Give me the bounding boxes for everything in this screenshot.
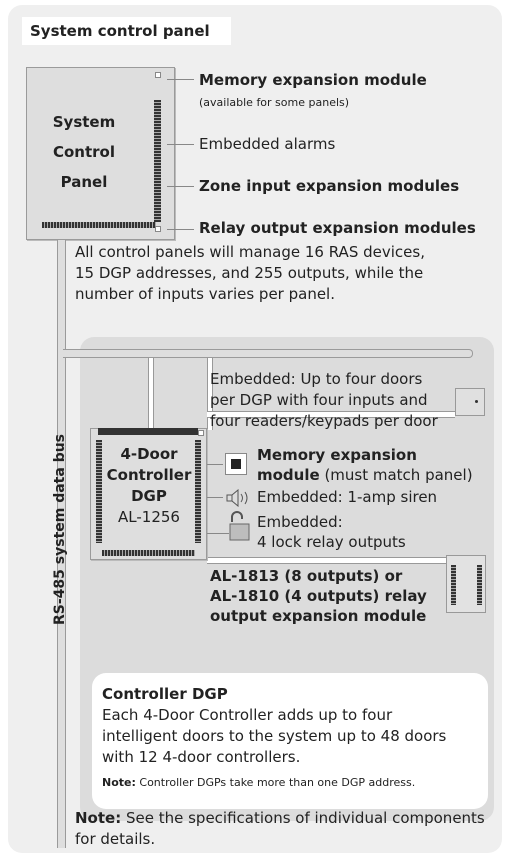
diagram-title: System control panel xyxy=(22,17,231,45)
relay-terminal-right xyxy=(477,565,482,605)
dgp-memory-bold: Memory expansion xyxy=(257,446,417,464)
scp-label-line-2: Control xyxy=(52,143,115,161)
embedded-doors-line: four readers/keypads per door xyxy=(210,412,438,430)
rs485-bus-horizontal xyxy=(63,349,473,358)
footer-note-line-1: See the specifications of individual com… xyxy=(121,809,485,827)
leader-alarms xyxy=(167,144,194,145)
dgp-memory-rest: (must match panel) xyxy=(319,466,473,484)
embedded-alarms-callout: Embedded alarms xyxy=(199,135,336,153)
system-control-panel-label: System Control Panel xyxy=(40,107,128,197)
siren-callout: Embedded: 1-amp siren xyxy=(257,488,438,506)
dgp-top-bar xyxy=(98,428,198,435)
controller-dgp-body-line: intelligent doors to the system up to 48… xyxy=(102,727,447,745)
relay-module-callout: AL-1813 (8 outputs) or AL-1810 (4 output… xyxy=(210,566,427,626)
dgp-label-line: Controller xyxy=(106,466,192,484)
dgp-terminal-right xyxy=(195,440,201,543)
scp-label-line-3: Panel xyxy=(60,173,108,191)
dgp-door-drop xyxy=(207,358,213,430)
dgp-bus-drop xyxy=(148,358,154,430)
system-control-panel-device xyxy=(26,67,175,240)
dgp-memory-bold-2: module xyxy=(257,466,320,484)
zone-input-callout: Zone input expansion modules xyxy=(199,177,460,195)
leader-lock xyxy=(207,533,229,534)
controller-dgp-info: Controller DGP Each 4-Door Controller ad… xyxy=(102,684,482,793)
footer-note: Note: See the specifications of individu… xyxy=(75,808,500,850)
controller-dgp-body-line: Each 4-Door Controller adds up to four xyxy=(102,706,393,724)
panel-corner-connector xyxy=(155,226,161,232)
controller-dgp-heading: Controller DGP xyxy=(102,685,228,703)
leader-dgp-memory xyxy=(207,464,223,465)
memory-chip-icon xyxy=(225,453,247,475)
leader-siren xyxy=(207,497,223,498)
panel-terminal-strip-right xyxy=(154,100,161,222)
dgp-corner-connector xyxy=(198,430,204,436)
relay-module-line: output expansion module xyxy=(210,607,427,625)
memory-expansion-note: (available for some panels) xyxy=(199,96,350,109)
controller-note-text: Controller DGPs take more than one DGP a… xyxy=(135,776,416,789)
leader-zone xyxy=(167,186,194,187)
embedded-doors-line: Embedded: Up to four doors xyxy=(210,370,423,388)
dgp-terminal-left xyxy=(96,440,102,543)
footer-note-label: Note: xyxy=(75,809,122,827)
panel-description-line: number of inputs varies per panel. xyxy=(75,285,335,303)
controller-dgp-info-box xyxy=(92,673,488,809)
footer-note-line-2: for details. xyxy=(75,830,156,848)
siren-speaker-icon xyxy=(226,488,254,511)
dgp-controller-device xyxy=(90,428,207,560)
relay-terminal-left xyxy=(451,565,456,605)
panel-terminal-strip-bottom xyxy=(42,222,156,228)
embedded-doors-line: per DGP with four inputs and xyxy=(210,391,428,409)
dgp-memory-callout: Memory expansion module (must match pane… xyxy=(257,445,473,485)
embedded-doors-callout: Embedded: Up to four doors per DGP with … xyxy=(210,369,438,432)
panel-description: All control panels will manage 16 RAS de… xyxy=(75,242,495,305)
leader-memory xyxy=(167,79,194,80)
rs485-bus-label: RS-485 system data bus xyxy=(52,433,68,625)
relay-module-line: AL-1810 (4 outputs) relay xyxy=(210,587,427,605)
controller-dgp-note: Note: Controller DGPs take more than one… xyxy=(102,773,482,793)
door-reader-device xyxy=(455,388,485,416)
dgp-terminal-bottom xyxy=(102,550,195,556)
rs485-bus-vertical xyxy=(57,240,66,848)
scp-label-line-1: System xyxy=(52,113,116,131)
controller-dgp-body-line: with 12 4-door controllers. xyxy=(102,748,301,766)
dgp-label-line: 4-Door xyxy=(120,445,178,463)
lock-line: 4 lock relay outputs xyxy=(257,533,406,551)
lock-icon xyxy=(229,510,251,546)
leader-relay xyxy=(167,229,194,230)
dgp-label: 4-Door Controller DGP AL-1256 xyxy=(100,444,198,528)
panel-memory-slot xyxy=(155,72,161,78)
controller-note-label: Note: xyxy=(102,776,136,789)
memory-expansion-callout: Memory expansion module xyxy=(199,71,427,89)
door-wire xyxy=(207,411,455,418)
lock-callout: Embedded: 4 lock relay outputs xyxy=(257,512,406,552)
relay-module-line: AL-1813 (8 outputs) or xyxy=(210,567,403,585)
dgp-label-line: DGP xyxy=(131,487,167,505)
relay-output-callout: Relay output expansion modules xyxy=(199,219,476,237)
panel-description-line: 15 DGP addresses, and 255 outputs, while… xyxy=(75,264,424,282)
relay-wire xyxy=(207,557,447,564)
dgp-model: AL-1256 xyxy=(118,508,180,526)
panel-description-line: All control panels will manage 16 RAS de… xyxy=(75,243,425,261)
lock-line: Embedded: xyxy=(257,513,343,531)
